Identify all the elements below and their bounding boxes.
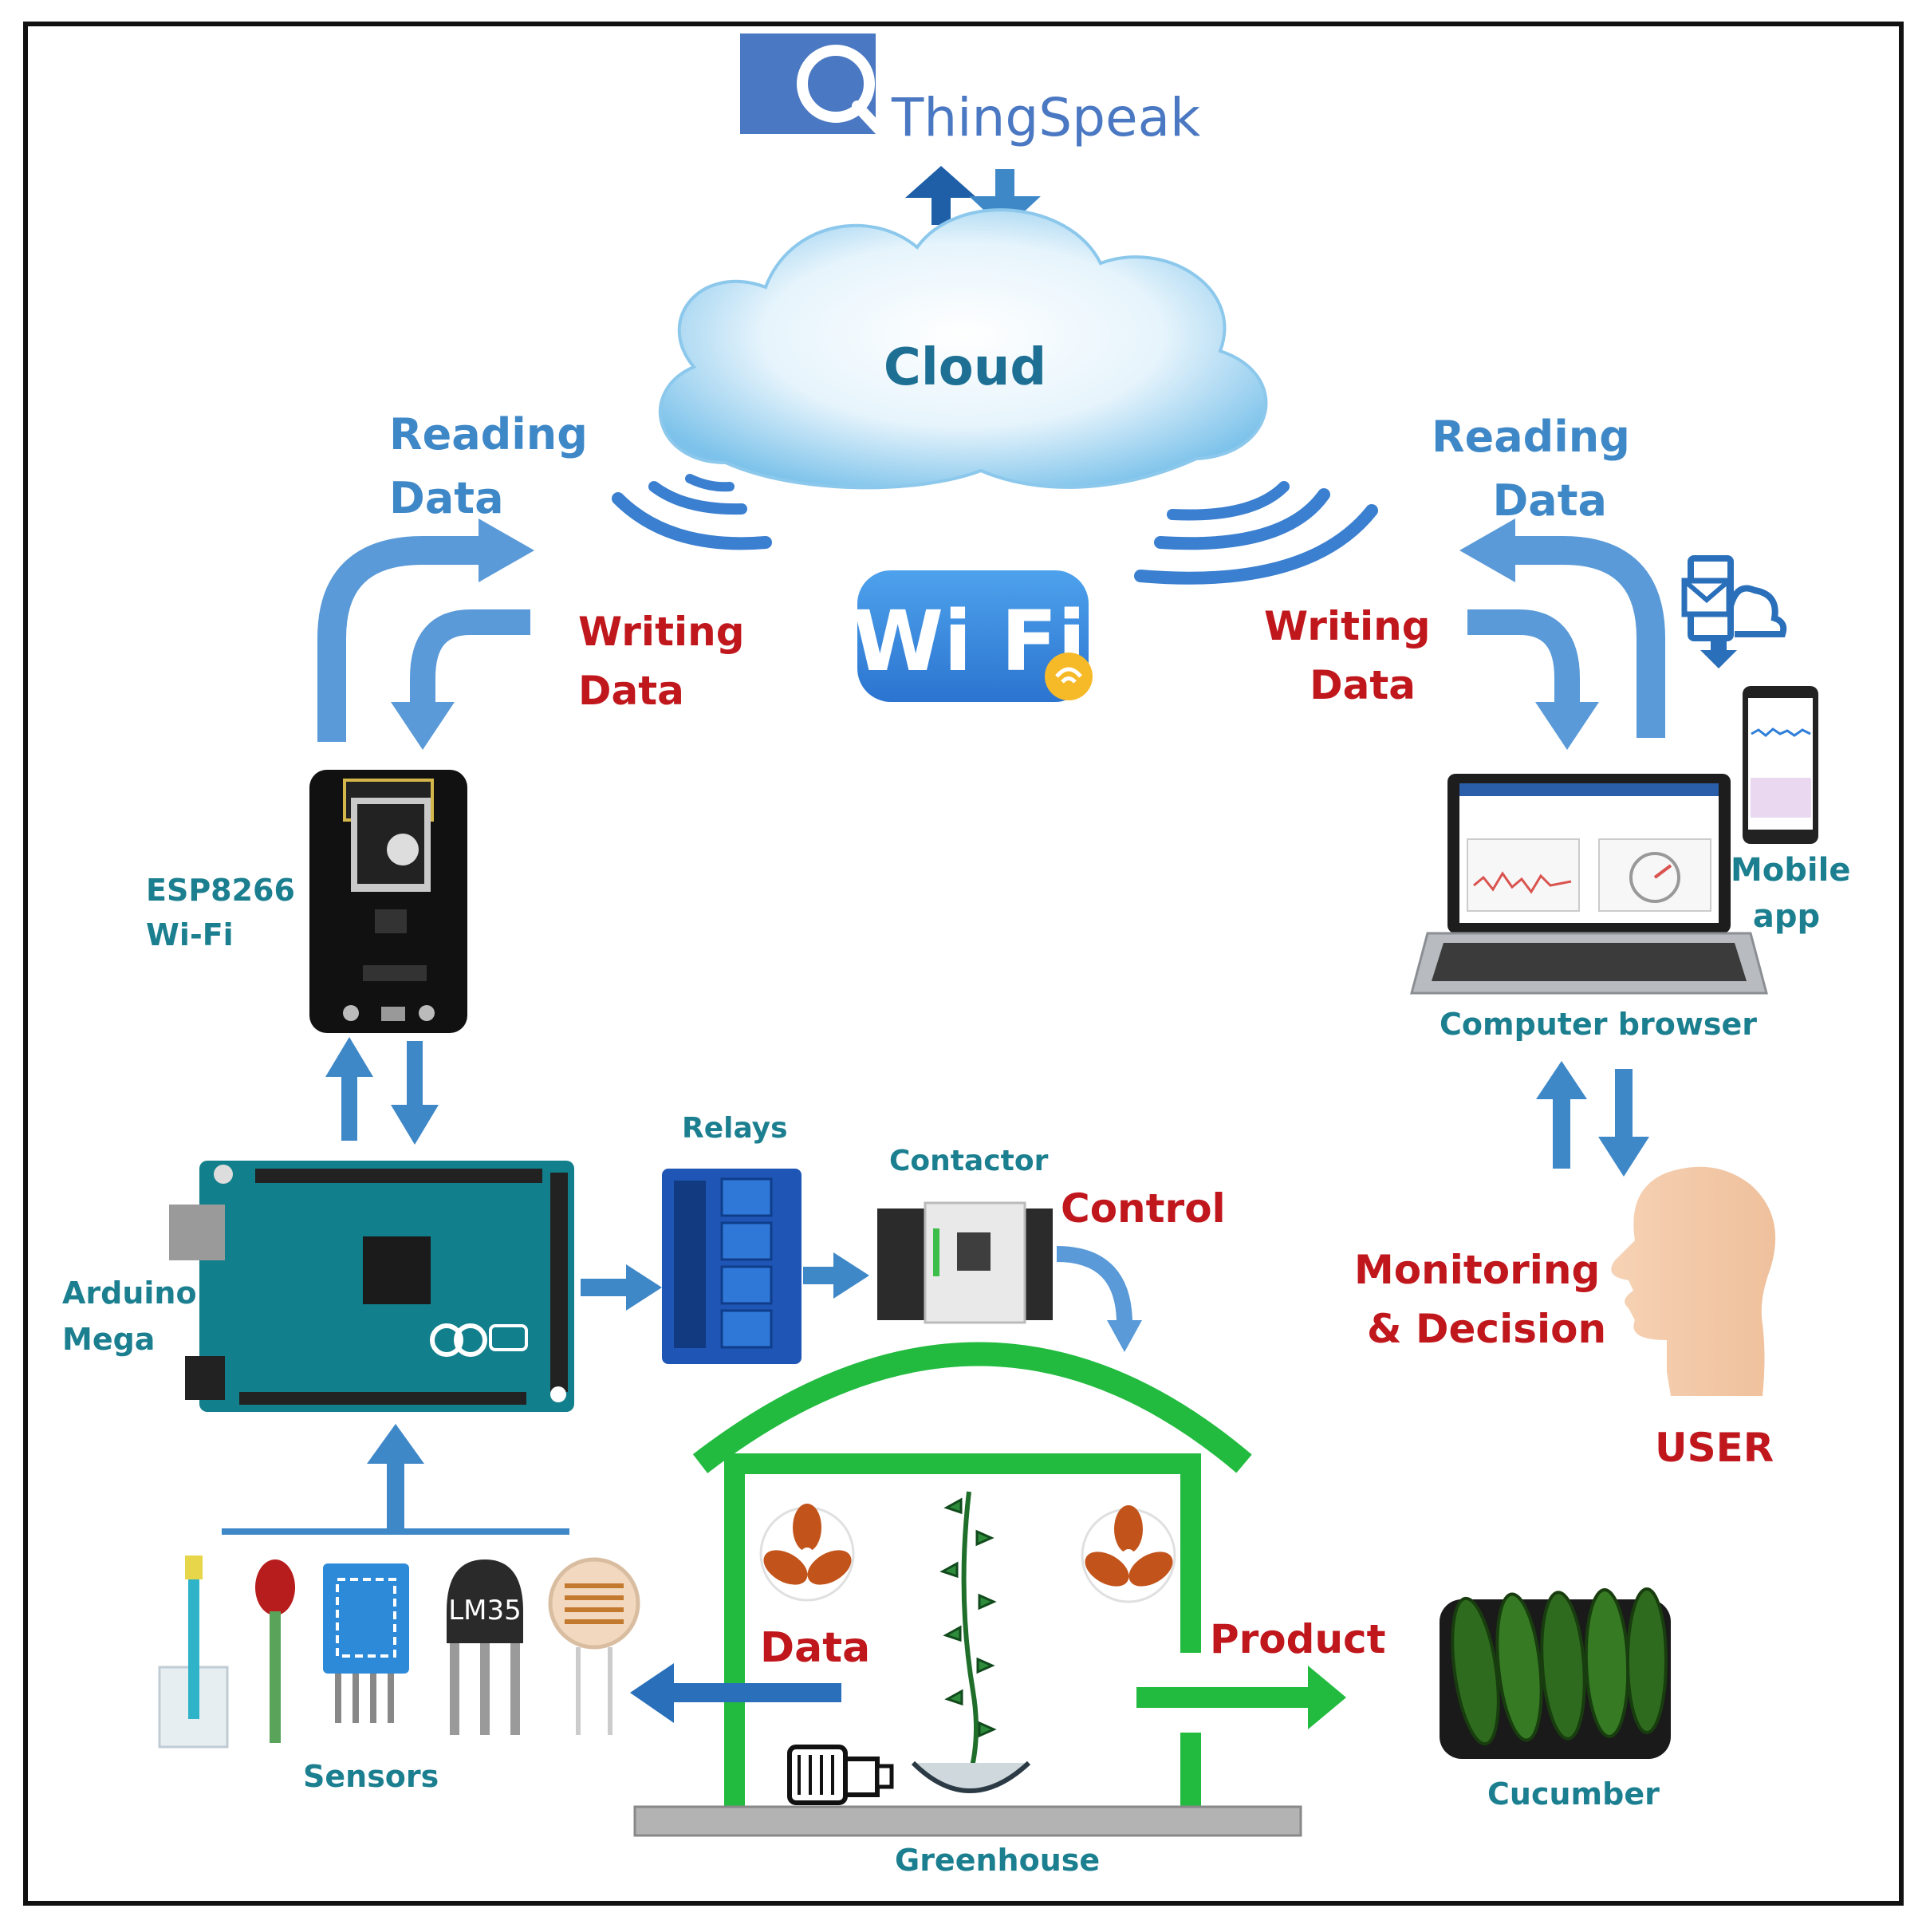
sensor-lm35: LM35 [447,1559,523,1735]
cloud-sync-arrows [905,166,1041,230]
arduino-to-relays-arrow [581,1264,662,1311]
left-reading-arrow [317,518,534,742]
outer-frame [23,22,1904,1906]
computer-browser-label: Computer browser [1440,1007,1758,1042]
right-writing-label: Writing Data [1264,597,1431,715]
computer-user-arrows [1536,1061,1649,1177]
right-writing-line-2: Data [1310,662,1416,708]
left-reading-label: Reading Data [389,403,588,530]
thingspeak-logo: ThingSpeak [740,34,1201,148]
cloud-label: Cloud [884,338,1046,397]
left-writing-label: Writing Data [578,602,745,720]
left-reading-line-2: Data [389,473,504,523]
right-writing-line-1: Writing [1264,603,1431,649]
water-pump [787,1745,894,1805]
arduino-line-1: Arduino [62,1276,197,1311]
mobile-line-2: app [1752,898,1821,935]
sensor-ldr [548,1557,640,1735]
relays-label: Relays [682,1112,788,1145]
arduino-label: Arduino Mega [62,1270,197,1362]
esp-label: ESP8266 Wi-Fi [146,868,295,957]
lm35-label: LM35 [448,1595,522,1626]
data-arrow [630,1663,841,1723]
fan-left [759,1504,855,1602]
contactor-label: Contactor [889,1145,1049,1177]
monitoring-line-2: & Decision [1367,1306,1607,1352]
cloud-shape: Cloud [658,208,1268,490]
arduino-mega-board [169,1161,574,1412]
esp-line-1: ESP8266 [146,873,295,908]
user-label: USER [1655,1425,1774,1471]
cucumber-plant [911,1491,1031,1793]
control-label: Control [1061,1185,1226,1232]
user-head-icon [1611,1166,1776,1396]
product-arrow [1136,1666,1346,1729]
wifi-badge: Wi Fi [852,570,1093,702]
sensor-dht11 [323,1563,409,1723]
greenhouse-label: Greenhouse [895,1843,1101,1878]
left-reading-line-1: Reading [389,409,588,459]
cucumber-label: Cucumber [1487,1776,1660,1812]
cucumber-tray [1440,1587,1671,1759]
right-reading-arrow [1459,518,1665,738]
sensor-soil-probe [255,1559,295,1743]
fan-right [1081,1505,1176,1603]
monitoring-line-1: Monitoring [1354,1247,1601,1293]
data-label: Data [760,1624,871,1672]
relay-module [662,1169,802,1364]
contactor [877,1201,1053,1324]
mail-cloud-icon [1681,555,1787,668]
monitoring-label: Monitoring & Decision [1354,1240,1606,1358]
mobile-phone [1743,686,1818,844]
thingspeak-text: ThingSpeak [891,87,1201,148]
mobile-line-1: Mobile [1731,852,1851,889]
sensor-ph-probe [158,1555,229,1749]
sensors-to-arduino-arrow [222,1424,569,1535]
esp-line-2: Wi-Fi [146,917,234,952]
left-writing-line-1: Writing [578,609,745,655]
right-reading-line-2: Data [1492,475,1607,526]
control-arrow [1056,1246,1142,1352]
wireless-arcs-right [1134,481,1378,585]
greenhouse [633,1342,1302,1837]
wireless-arcs-left [612,474,772,550]
esp8266-board [309,770,467,1033]
left-writing-arrow [391,609,530,750]
laptop [1410,774,1768,995]
relays-to-contactor-arrow [803,1252,869,1299]
left-writing-line-2: Data [578,668,684,714]
arduino-line-2: Mega [62,1322,156,1357]
sensors-label: Sensors [303,1759,439,1794]
mobile-app-label: Mobile app [1731,847,1851,940]
esp-arduino-arrows [325,1037,439,1145]
right-reading-line-1: Reading [1432,412,1630,462]
product-label: Product [1210,1616,1386,1662]
right-writing-arrow [1467,609,1599,750]
right-reading-label: Reading Data [1432,405,1630,533]
